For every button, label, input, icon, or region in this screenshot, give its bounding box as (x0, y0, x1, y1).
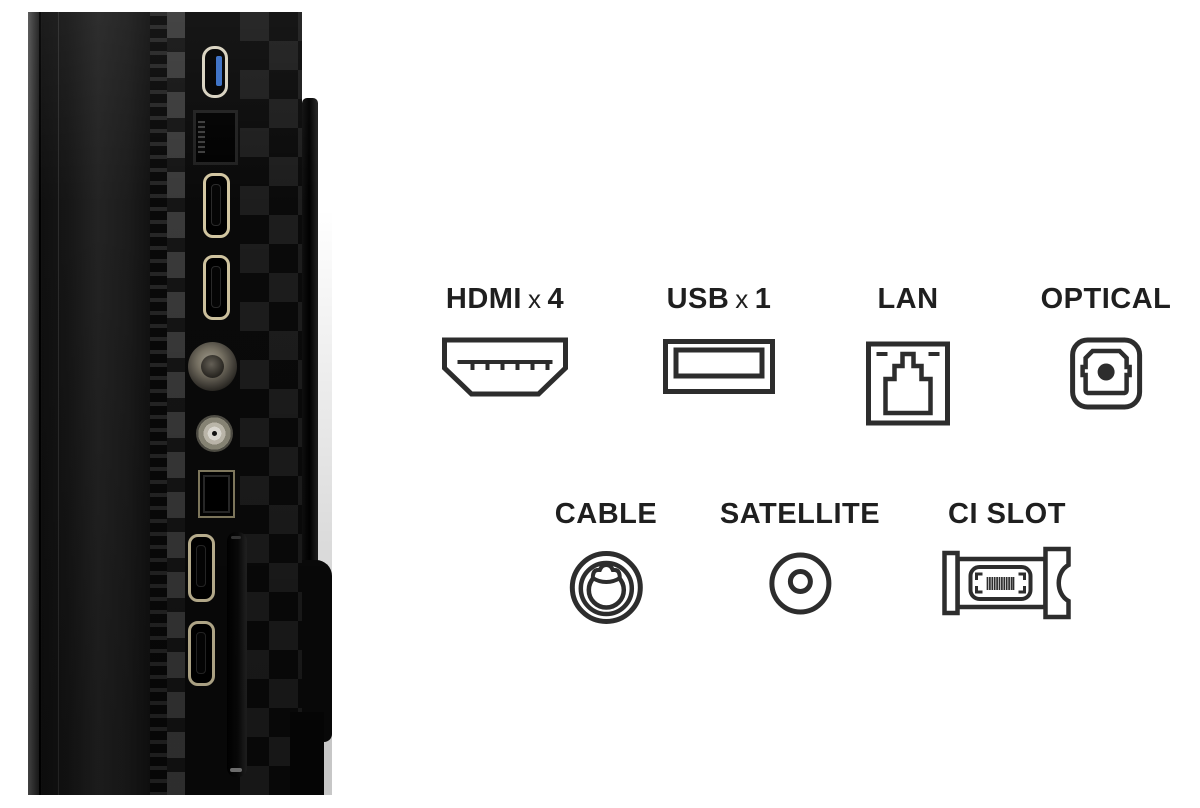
hdmi-port-icon (442, 337, 568, 397)
photo-lan-port (193, 110, 238, 165)
tv-back-cover-lower (290, 712, 324, 795)
photo-usb-port (202, 46, 228, 98)
photo-shading-overlay (28, 12, 332, 795)
satellite-label: SATELLITE (719, 498, 881, 530)
ci-slot-barcode (986, 577, 1015, 590)
tv-front-edge (28, 12, 150, 795)
diagram-item-optical: OPTICAL (1041, 284, 1172, 410)
photo-usb-tongue (216, 56, 222, 86)
optical-label: OPTICAL (1040, 283, 1172, 315)
photo-ci-slot-highlight-top (231, 536, 241, 539)
usb-label-name: USB (666, 283, 730, 315)
ci-slot-label: CI SLOT (948, 498, 1066, 530)
cable-connector-icon (569, 551, 643, 624)
tv-speaker-grid (240, 12, 302, 795)
usb-label-times: x (735, 284, 749, 314)
photo-hdmi-slot (211, 266, 221, 308)
photo-hdmi-slot (196, 545, 206, 587)
photo-hdmi-slot (211, 184, 221, 226)
tv-side-panel-photo (28, 12, 332, 795)
tv-bezel-edge (302, 98, 318, 622)
photo-optical-port (198, 470, 235, 518)
usb-label-count: 1 (754, 283, 772, 315)
photo-hdmi-port-2 (203, 255, 230, 320)
diagram-item-ci-slot: CI SLOT (940, 499, 1075, 623)
tv-back-cover (302, 560, 332, 742)
photo-satellite-pin (212, 431, 217, 436)
lan-label: LAN (877, 283, 939, 315)
photo-optical-inner (203, 475, 230, 513)
tv-vent-strip-2 (167, 12, 185, 795)
hdmi-label-count: 4 (547, 283, 565, 315)
ci-slot-icon (942, 546, 1071, 620)
photo-hdmi-port-4 (188, 621, 215, 686)
hdmi-label-name: HDMI (445, 283, 522, 315)
tv-speaker-grid-texture (240, 12, 302, 795)
photo-ci-slot-highlight (230, 768, 242, 772)
optical-port-icon (1070, 337, 1142, 410)
usb-port-icon (663, 339, 775, 394)
photo-ci-slot (227, 532, 247, 777)
photo-hdmi-slot (196, 632, 206, 674)
photo-lan-pins (198, 121, 205, 153)
diagram-item-satellite: SATELLITE (720, 499, 880, 615)
hdmi-label-times: x (527, 284, 542, 314)
tv-front-seam-2 (58, 12, 59, 795)
diagram-item-cable: CABLE (555, 499, 657, 625)
lan-port-icon (866, 341, 950, 426)
photo-hdmi-port-1 (203, 173, 230, 238)
photo-antenna-core (201, 355, 224, 378)
diagram-item-lan: LAN (866, 284, 951, 426)
photo-hdmi-port-3 (188, 534, 215, 602)
cable-label: CABLE (554, 498, 658, 530)
tv-front-seam (39, 12, 41, 795)
satellite-connector-icon (768, 552, 831, 615)
photo-satellite-connector (196, 415, 233, 452)
tv-vent-strip (150, 12, 167, 795)
photo-antenna-connector (188, 342, 237, 391)
